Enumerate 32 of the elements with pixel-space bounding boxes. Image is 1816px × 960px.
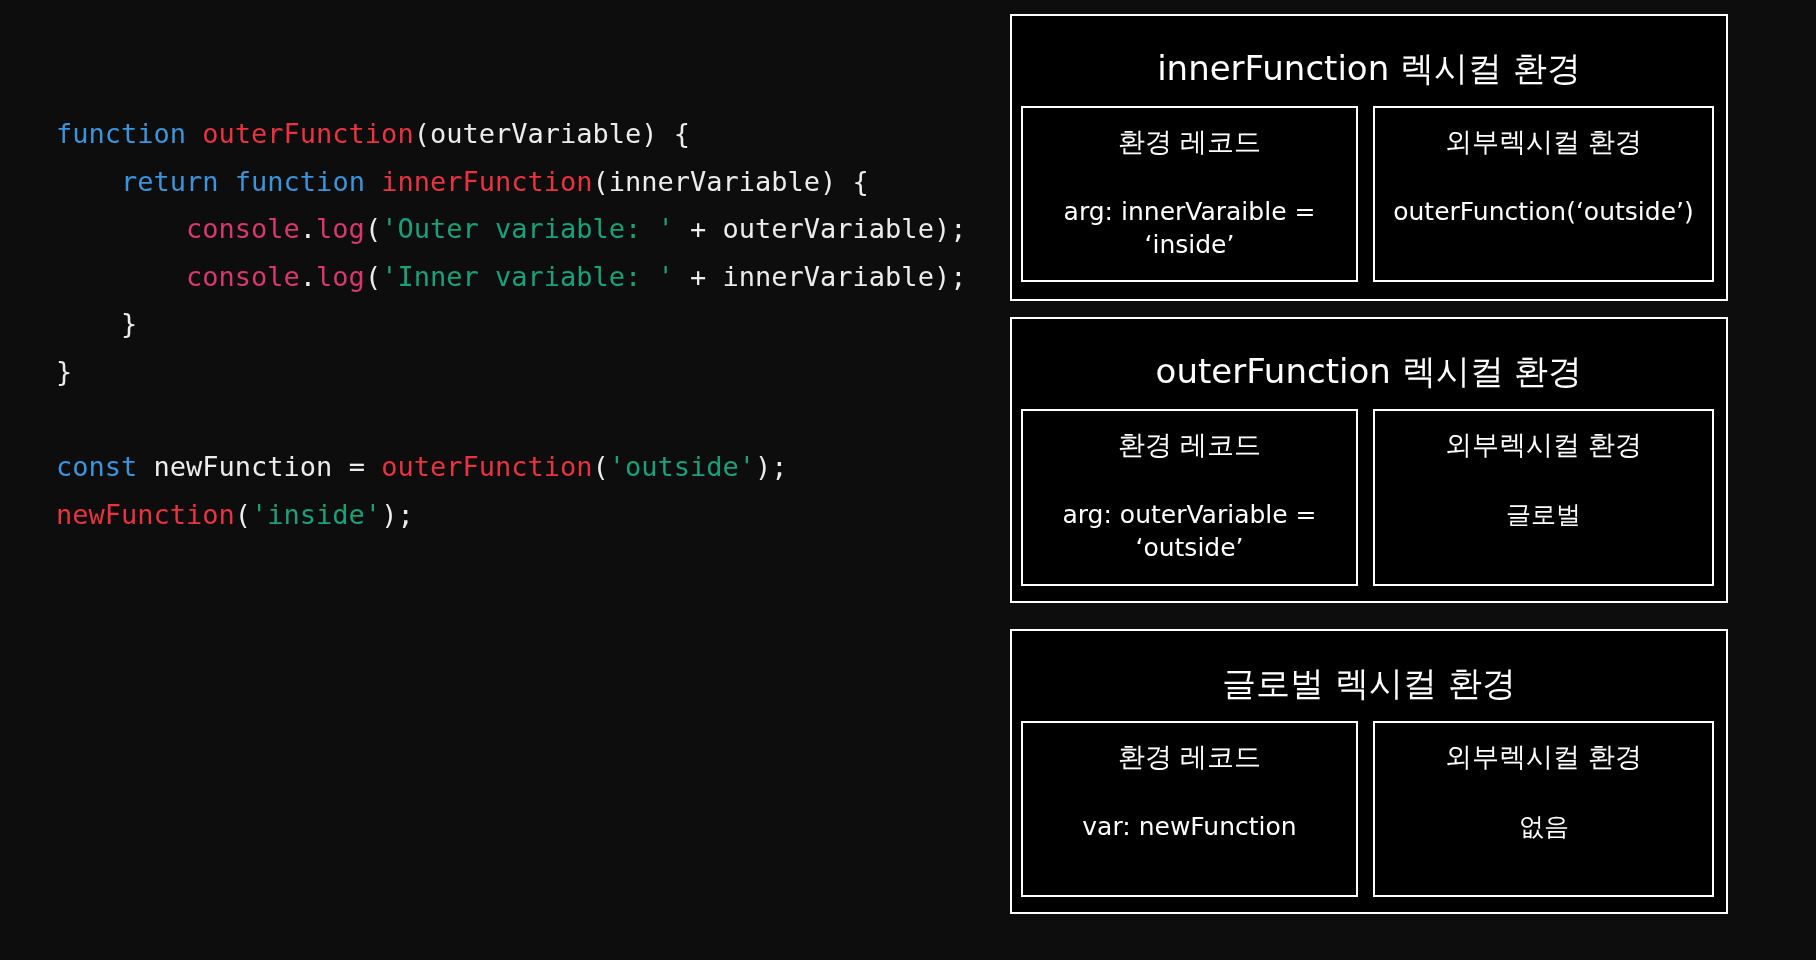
box-heading: 환경 레코드: [1117, 428, 1262, 462]
record-box: [1021, 106, 1358, 282]
box-text: arg: innerVaraible = ‘inside’: [1062, 196, 1317, 261]
box-text: 없음: [1518, 811, 1569, 843]
record-box: [1373, 106, 1714, 282]
environment-box: [1010, 14, 1728, 301]
box-title: innerFunction 렉시컬 환경: [1156, 47, 1582, 90]
code-line: }: [56, 356, 73, 387]
box-title: 글로벌 렉시컬 환경: [1221, 662, 1517, 705]
box-heading: 외부렉시컬 환경: [1444, 740, 1643, 774]
code-line: newFunction('inside');: [56, 498, 414, 530]
box-text: var: newFunction: [1082, 811, 1297, 843]
code-line: console.log('Outer variable: ' + outerVariable);: [185, 213, 967, 245]
box-heading: 외부렉시컬 환경: [1444, 125, 1643, 159]
box-title: outerFunction 렉시컬 환경: [1154, 350, 1584, 393]
record-box: [1021, 721, 1358, 897]
environment-box: [1010, 317, 1728, 603]
code-line: function outerFunction(outerVariable) {: [56, 118, 691, 149]
record-box: [1373, 721, 1714, 897]
box-heading: 환경 레코드: [1117, 740, 1262, 774]
box-heading: 환경 레코드: [1117, 125, 1262, 159]
code-line: console.log('Inner variable: ' + innerVariable);: [185, 260, 967, 292]
code-line: const newFunction = outerFunction('outside');: [56, 451, 788, 483]
record-box: [1373, 409, 1714, 586]
box-text: arg: outerVariable = ‘outside’: [1061, 499, 1318, 564]
box-text: 글로벌: [1506, 499, 1581, 531]
record-box: [1021, 409, 1358, 586]
code-line: }: [120, 308, 138, 340]
code-line: return function innerFunction(innerVariable) {: [120, 165, 869, 197]
box-heading: 외부렉시컬 환경: [1444, 428, 1643, 462]
box-text: outerFunction(‘outside’): [1393, 196, 1694, 228]
environment-box: [1010, 629, 1728, 914]
